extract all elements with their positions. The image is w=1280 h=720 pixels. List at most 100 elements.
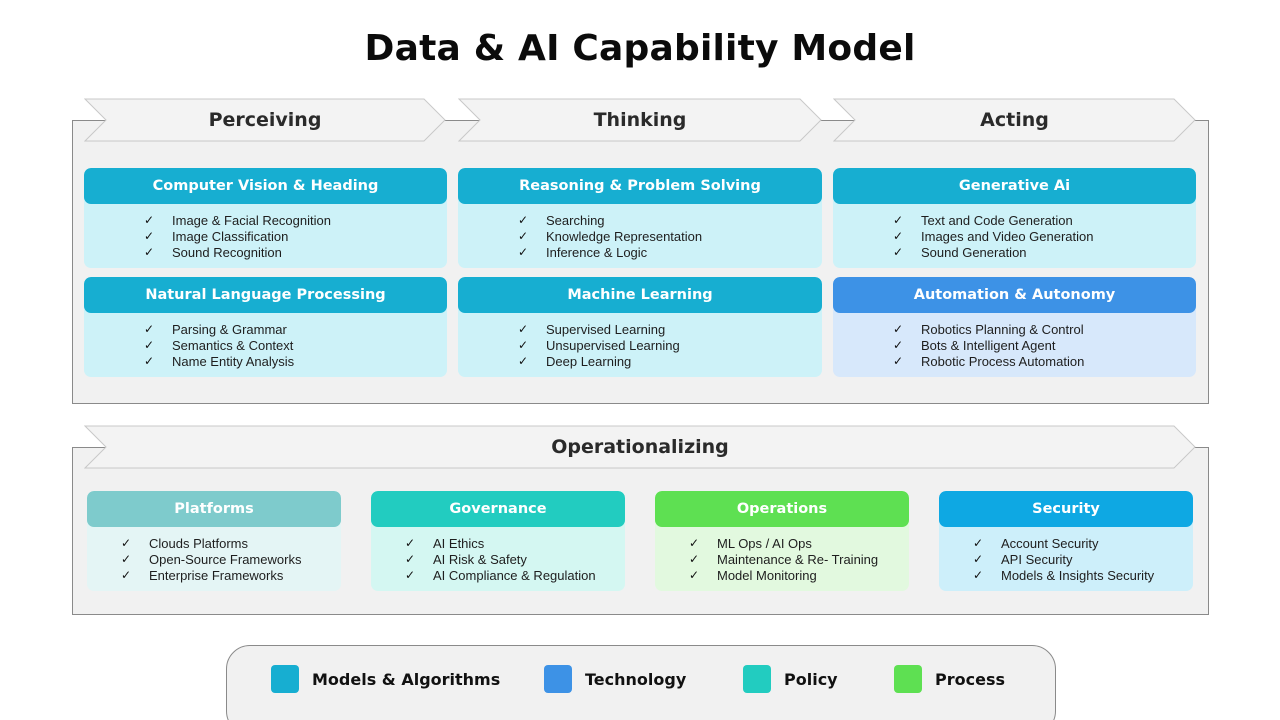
chevron-arrow-icon bbox=[833, 98, 1196, 142]
card-machine-learning: Machine Learning ✓Supervised Learning ✓U… bbox=[458, 277, 822, 377]
list-item: ✓Open-Source Frameworks bbox=[101, 551, 341, 567]
list-item: ✓Text and Code Generation bbox=[873, 212, 1196, 228]
list-item: ✓Parsing & Grammar bbox=[124, 321, 447, 337]
stage-label: Operationalizing bbox=[551, 436, 729, 458]
card-title: Platforms bbox=[174, 501, 254, 517]
legend-swatch bbox=[544, 665, 572, 693]
check-icon: ✓ bbox=[688, 552, 699, 566]
card-header: Security bbox=[939, 491, 1193, 527]
check-icon: ✓ bbox=[517, 322, 528, 336]
list-item: ✓Maintenance & Re- Training bbox=[669, 551, 909, 567]
list-item: ✓Searching bbox=[498, 212, 822, 228]
list-item: ✓Name Entity Analysis bbox=[124, 353, 447, 369]
list-item: ✓Robotic Process Automation bbox=[873, 353, 1196, 369]
check-icon: ✓ bbox=[120, 552, 131, 566]
legend-swatch bbox=[271, 665, 299, 693]
check-icon: ✓ bbox=[404, 536, 415, 550]
card-operations: Operations ✓ML Ops / AI Ops ✓Maintenance… bbox=[655, 491, 909, 591]
list-item: ✓Models & Insights Security bbox=[953, 567, 1193, 583]
legend-item-technology: Technology bbox=[544, 665, 686, 693]
stage-perceiving: Perceiving bbox=[84, 98, 446, 142]
list-item: ✓API Security bbox=[953, 551, 1193, 567]
card-governance: Governance ✓AI Ethics ✓AI Risk & Safety … bbox=[371, 491, 625, 591]
list-item: ✓Enterprise Frameworks bbox=[101, 567, 341, 583]
check-icon: ✓ bbox=[517, 229, 528, 243]
check-icon: ✓ bbox=[120, 536, 131, 550]
stage-label: Acting bbox=[980, 109, 1049, 131]
list-item: ✓Inference & Logic bbox=[498, 244, 822, 260]
list-item: ✓Sound Generation bbox=[873, 244, 1196, 260]
check-icon: ✓ bbox=[143, 322, 154, 336]
check-icon: ✓ bbox=[120, 568, 131, 582]
check-icon: ✓ bbox=[143, 354, 154, 368]
check-icon: ✓ bbox=[688, 568, 699, 582]
card-header: Automation & Autonomy bbox=[833, 277, 1196, 313]
legend-label: Policy bbox=[784, 669, 838, 689]
check-icon: ✓ bbox=[143, 229, 154, 243]
stage-operationalizing: Operationalizing bbox=[84, 425, 1196, 469]
list-item: ✓Images and Video Generation bbox=[873, 228, 1196, 244]
check-icon: ✓ bbox=[892, 213, 903, 227]
card-automation: Automation & Autonomy ✓Robotics Planning… bbox=[833, 277, 1196, 377]
check-icon: ✓ bbox=[517, 338, 528, 352]
list-item: ✓Knowledge Representation bbox=[498, 228, 822, 244]
card-title: Automation & Autonomy bbox=[913, 287, 1116, 303]
check-icon: ✓ bbox=[972, 568, 983, 582]
legend-label: Technology bbox=[585, 669, 687, 689]
card-title: Operations bbox=[736, 501, 828, 517]
check-icon: ✓ bbox=[517, 213, 528, 227]
card-header: Generative Ai bbox=[833, 168, 1196, 204]
list-item: ✓Bots & Intelligent Agent bbox=[873, 337, 1196, 353]
card-title: Natural Language Processing bbox=[145, 287, 386, 303]
card-reasoning: Reasoning & Problem Solving ✓Searching ✓… bbox=[458, 168, 822, 268]
check-icon: ✓ bbox=[972, 536, 983, 550]
check-icon: ✓ bbox=[892, 354, 903, 368]
legend-item-process: Process bbox=[894, 665, 1005, 693]
check-icon: ✓ bbox=[404, 552, 415, 566]
card-title: Generative Ai bbox=[958, 178, 1071, 194]
check-icon: ✓ bbox=[143, 213, 154, 227]
check-icon: ✓ bbox=[517, 354, 528, 368]
list-item: ✓Clouds Platforms bbox=[101, 535, 341, 551]
card-header: Operations bbox=[655, 491, 909, 527]
card-title: Computer Vision & Heading bbox=[152, 178, 379, 194]
card-header: Reasoning & Problem Solving bbox=[458, 168, 822, 204]
legend-item-models: Models & Algorithms bbox=[271, 665, 500, 693]
list-item: ✓ML Ops / AI Ops bbox=[669, 535, 909, 551]
card-header: Natural Language Processing bbox=[84, 277, 447, 313]
card-title: Security bbox=[1032, 501, 1100, 517]
list-item: ✓Sound Recognition bbox=[124, 244, 447, 260]
legend-label: Models & Algorithms bbox=[312, 669, 501, 689]
list-item: ✓AI Risk & Safety bbox=[385, 551, 625, 567]
list-item: ✓Model Monitoring bbox=[669, 567, 909, 583]
page-title: Data & AI Capability Model bbox=[364, 28, 916, 69]
card-nlp: Natural Language Processing ✓Parsing & G… bbox=[84, 277, 447, 377]
check-icon: ✓ bbox=[688, 536, 699, 550]
check-icon: ✓ bbox=[143, 245, 154, 259]
card-security: Security ✓Account Security ✓API Security… bbox=[939, 491, 1193, 591]
card-header: Computer Vision & Heading bbox=[84, 168, 447, 204]
card-header: Machine Learning bbox=[458, 277, 822, 313]
list-item: ✓Semantics & Context bbox=[124, 337, 447, 353]
check-icon: ✓ bbox=[892, 338, 903, 352]
check-icon: ✓ bbox=[404, 568, 415, 582]
legend-swatch bbox=[743, 665, 771, 693]
list-item: ✓Image Classification bbox=[124, 228, 447, 244]
list-item: ✓Supervised Learning bbox=[498, 321, 822, 337]
chevron-arrow-icon bbox=[458, 98, 822, 142]
list-item: ✓AI Compliance & Regulation bbox=[385, 567, 625, 583]
stage-label: Thinking bbox=[593, 109, 687, 131]
list-item: ✓Account Security bbox=[953, 535, 1193, 551]
card-header: Governance bbox=[371, 491, 625, 527]
list-item: ✓Unsupervised Learning bbox=[498, 337, 822, 353]
legend-label: Process bbox=[935, 669, 1005, 689]
stage-label: Perceiving bbox=[208, 109, 322, 131]
card-title: Machine Learning bbox=[567, 287, 713, 303]
stage-thinking: Thinking bbox=[458, 98, 822, 142]
stage-acting: Acting bbox=[833, 98, 1196, 142]
legend-item-policy: Policy bbox=[743, 665, 838, 693]
list-item: ✓Deep Learning bbox=[498, 353, 822, 369]
chevron-arrow-icon bbox=[84, 98, 446, 142]
card-header: Platforms bbox=[87, 491, 341, 527]
check-icon: ✓ bbox=[143, 338, 154, 352]
